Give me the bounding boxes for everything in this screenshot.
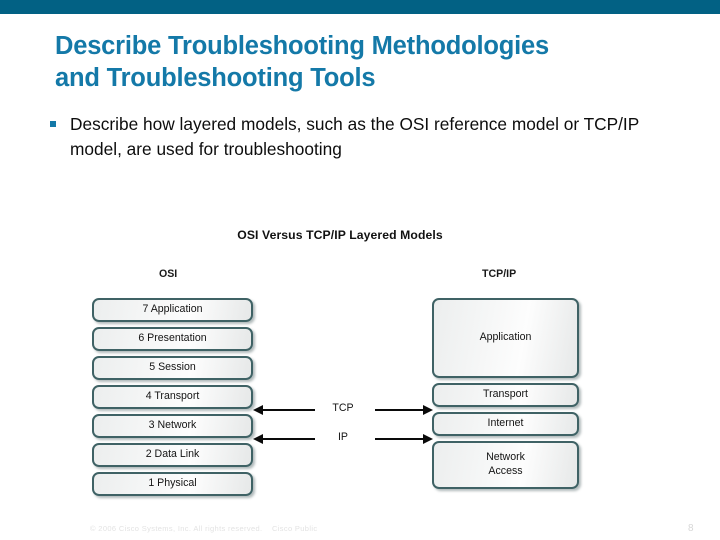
top-accent-bar [0, 0, 720, 14]
arrow-left-icon [253, 404, 263, 415]
footer-copyright: © 2006 Cisco Systems, Inc. All rights re… [90, 524, 263, 533]
page-title: Describe Troubleshooting Methodologies a… [55, 30, 705, 95]
arrow-left-shaft [261, 409, 315, 411]
list-item-label: Describe how layered models, such as the… [70, 114, 639, 159]
square-bullet-icon [50, 121, 56, 127]
arrow-left-icon [253, 433, 263, 444]
arrow-right-icon [423, 433, 433, 444]
arrow-right-icon [423, 404, 433, 415]
arrow-left-shaft [261, 438, 315, 440]
page-title-line-2: and Troubleshooting Tools [55, 64, 376, 93]
osi-layer-7-application: 7 Application [92, 298, 253, 322]
diagram-title: OSI Versus TCP/IP Layered Models [237, 228, 443, 242]
arrow-right-shaft [375, 409, 429, 411]
tcpip-layer-internet: Internet [432, 412, 579, 436]
tcpip-column-header: TCP/IP [482, 268, 517, 280]
osi-tcpip-diagram: OSI Versus TCP/IP Layered Models OSI TCP… [0, 210, 720, 510]
osi-layer-4-transport: 4 Transport [92, 385, 253, 409]
protocol-label-ip: IP [337, 431, 348, 443]
tcpip-layer-transport: Transport [432, 383, 579, 407]
tcpip-layer-network-access: Network Access [432, 441, 579, 489]
tcpip-layer-application: Application [432, 298, 579, 378]
osi-layer-6-presentation: 6 Presentation [92, 327, 253, 351]
protocol-mapping-ip: IP [253, 427, 433, 451]
footer-page-number: 8 [688, 523, 694, 534]
osi-column-header: OSI [159, 268, 178, 280]
arrow-right-shaft [375, 438, 429, 440]
osi-layer-1-physical: 1 Physical [92, 472, 253, 496]
osi-layer-3-network: 3 Network [92, 414, 253, 438]
list-item: Describe how layered models, such as the… [48, 112, 648, 161]
footer-classification: Cisco Public [272, 524, 318, 533]
osi-layer-5-session: 5 Session [92, 356, 253, 380]
protocol-label-tcp: TCP [332, 402, 354, 414]
page-title-line-1: Describe Troubleshooting Methodologies [55, 32, 549, 60]
tcpip-layer-stack: Application Transport Internet Network A… [432, 298, 579, 489]
osi-layer-stack: 7 Application 6 Presentation 5 Session 4… [92, 298, 253, 496]
protocol-mapping-tcp: TCP [253, 398, 433, 422]
osi-layer-2-data-link: 2 Data Link [92, 443, 253, 467]
bullet-list: Describe how layered models, such as the… [48, 112, 648, 161]
